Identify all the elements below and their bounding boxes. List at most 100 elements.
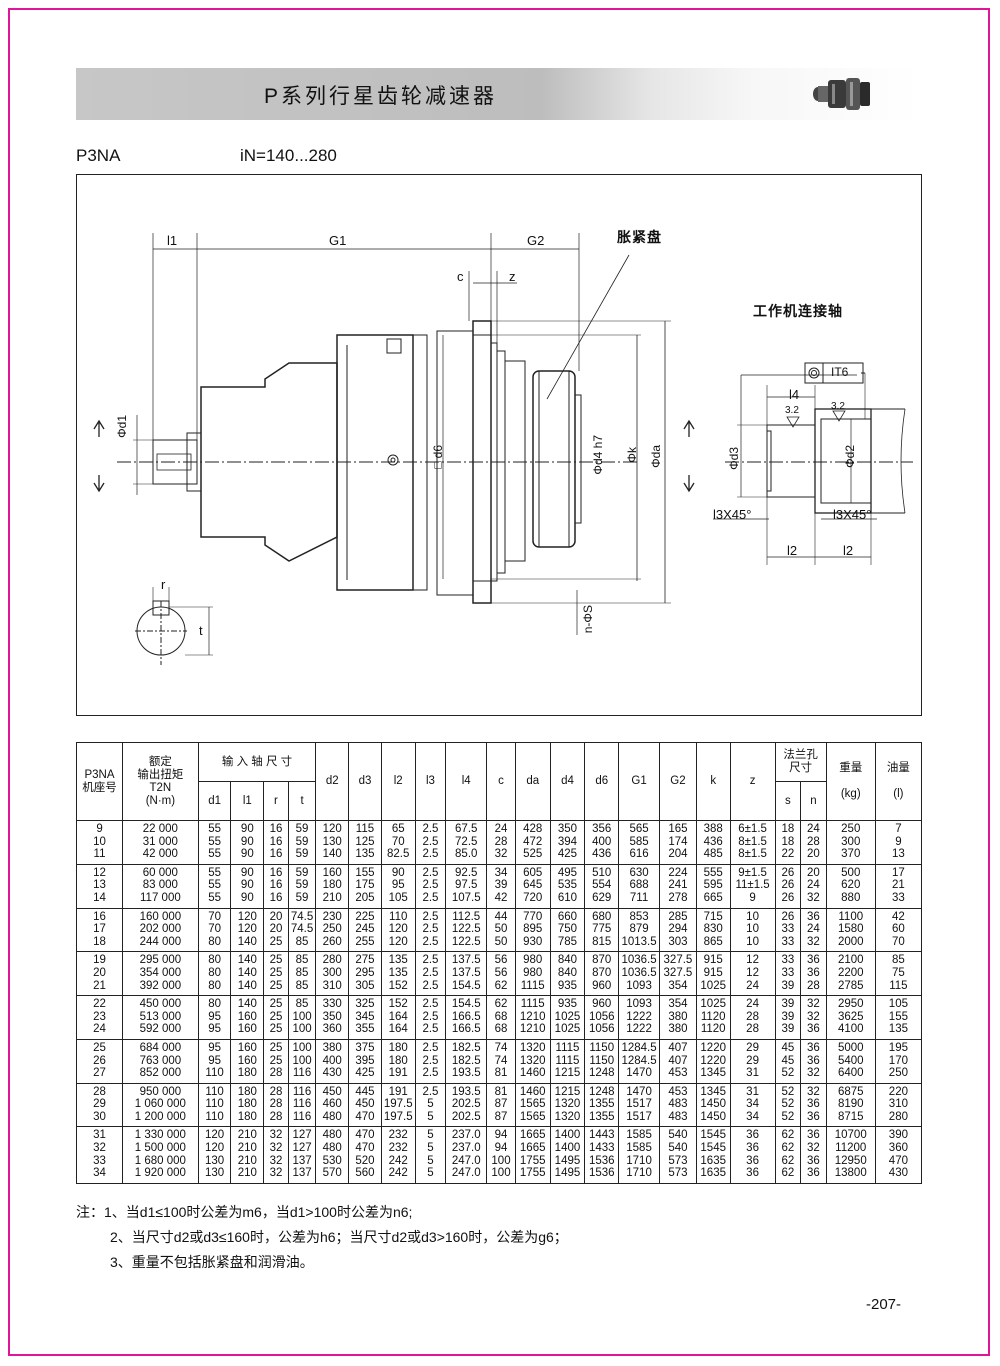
- th-model: P3NA 机座号: [75, 742, 124, 821]
- cell-value: 1565: [519, 1110, 546, 1123]
- cell-value: 250: [888, 1067, 908, 1080]
- cell-value: 195: [888, 1041, 908, 1054]
- cell-value: 67.5: [455, 823, 478, 835]
- cell-value: 1635: [700, 1154, 726, 1167]
- cell-value: 1115: [520, 979, 545, 992]
- cell-value: 32: [269, 1142, 283, 1155]
- cell-value: 400: [592, 835, 612, 848]
- cell-value: 2200: [837, 966, 864, 979]
- cell-value: 125: [355, 835, 375, 848]
- cell-value: 285: [668, 910, 688, 923]
- cell-value: 960: [592, 998, 612, 1011]
- cell-value: 1220: [700, 1054, 726, 1067]
- label-working-shaft: 工作机连接轴: [753, 303, 843, 319]
- cell-value: 275: [355, 954, 375, 967]
- cell-value: 785: [557, 935, 578, 948]
- cell-value: 5: [427, 1098, 434, 1111]
- cell-value: 95: [208, 1054, 221, 1067]
- cell-value: 870: [592, 966, 612, 979]
- cell-value: 13: [892, 848, 905, 861]
- label-d1: Φd1: [115, 415, 129, 438]
- cell-value: 10: [746, 910, 759, 923]
- cell-value: 510: [592, 866, 612, 879]
- cell-value: 28: [269, 1110, 283, 1123]
- cell-value: 55: [208, 835, 221, 848]
- cell-value: 2.5: [422, 1067, 439, 1080]
- cell-value: 245: [355, 923, 375, 936]
- cell-value: 1 330 000: [134, 1129, 186, 1142]
- cell-value: 2.5: [422, 1085, 439, 1098]
- cell-value: 11±1.5: [735, 879, 770, 892]
- cell-value: 232: [388, 1129, 408, 1142]
- cell-value: 36: [807, 1098, 820, 1111]
- cell-value: 55: [208, 879, 221, 892]
- cell-value: 13: [93, 879, 106, 892]
- cell-value: 116: [292, 1110, 312, 1123]
- cell-value: 115: [889, 979, 908, 992]
- cell-value: 155: [888, 1010, 908, 1023]
- cell-value: 32: [269, 1154, 283, 1167]
- cell-value: 32: [807, 1067, 820, 1080]
- cell-value: 39: [781, 1010, 795, 1023]
- cell-value: 8190: [837, 1098, 864, 1111]
- cell-value: 140: [237, 935, 257, 948]
- cell-value: 1222: [626, 1023, 652, 1036]
- cell-value: 18: [93, 935, 106, 948]
- cell-value: 36: [746, 1142, 759, 1155]
- cell-value: 2.5: [422, 966, 439, 979]
- cell-value: 20: [269, 910, 283, 923]
- cell-value: 120: [237, 923, 257, 936]
- th-c: c: [486, 742, 516, 821]
- cell-value: 1 200 000: [134, 1110, 186, 1123]
- cell-value: 450: [355, 1098, 375, 1111]
- cell-value: 135: [388, 954, 408, 967]
- cell-value: 1320: [554, 1098, 581, 1111]
- cell-value: 36: [807, 966, 820, 979]
- cell-value: 80: [208, 966, 221, 979]
- cell-value: 5: [427, 1167, 434, 1180]
- gear-reducer-image: [813, 78, 870, 110]
- cell-value: 36: [807, 1167, 820, 1180]
- cell-value: 175: [355, 879, 375, 892]
- cell-value: 180: [388, 1041, 408, 1054]
- cell-value: 191: [388, 1067, 408, 1080]
- cell-value: 2000: [837, 935, 864, 948]
- cell-value: 310: [888, 1098, 908, 1111]
- cell-value: 9: [749, 891, 756, 904]
- cell-value: 25: [269, 954, 283, 967]
- cell-value: 1470: [626, 1067, 652, 1080]
- cell-value: 205: [355, 891, 375, 904]
- cell-value: 25: [269, 998, 283, 1011]
- cell-value: 25: [269, 1041, 283, 1054]
- cell-value: 45: [781, 1041, 795, 1054]
- cell-value: 33: [892, 891, 905, 904]
